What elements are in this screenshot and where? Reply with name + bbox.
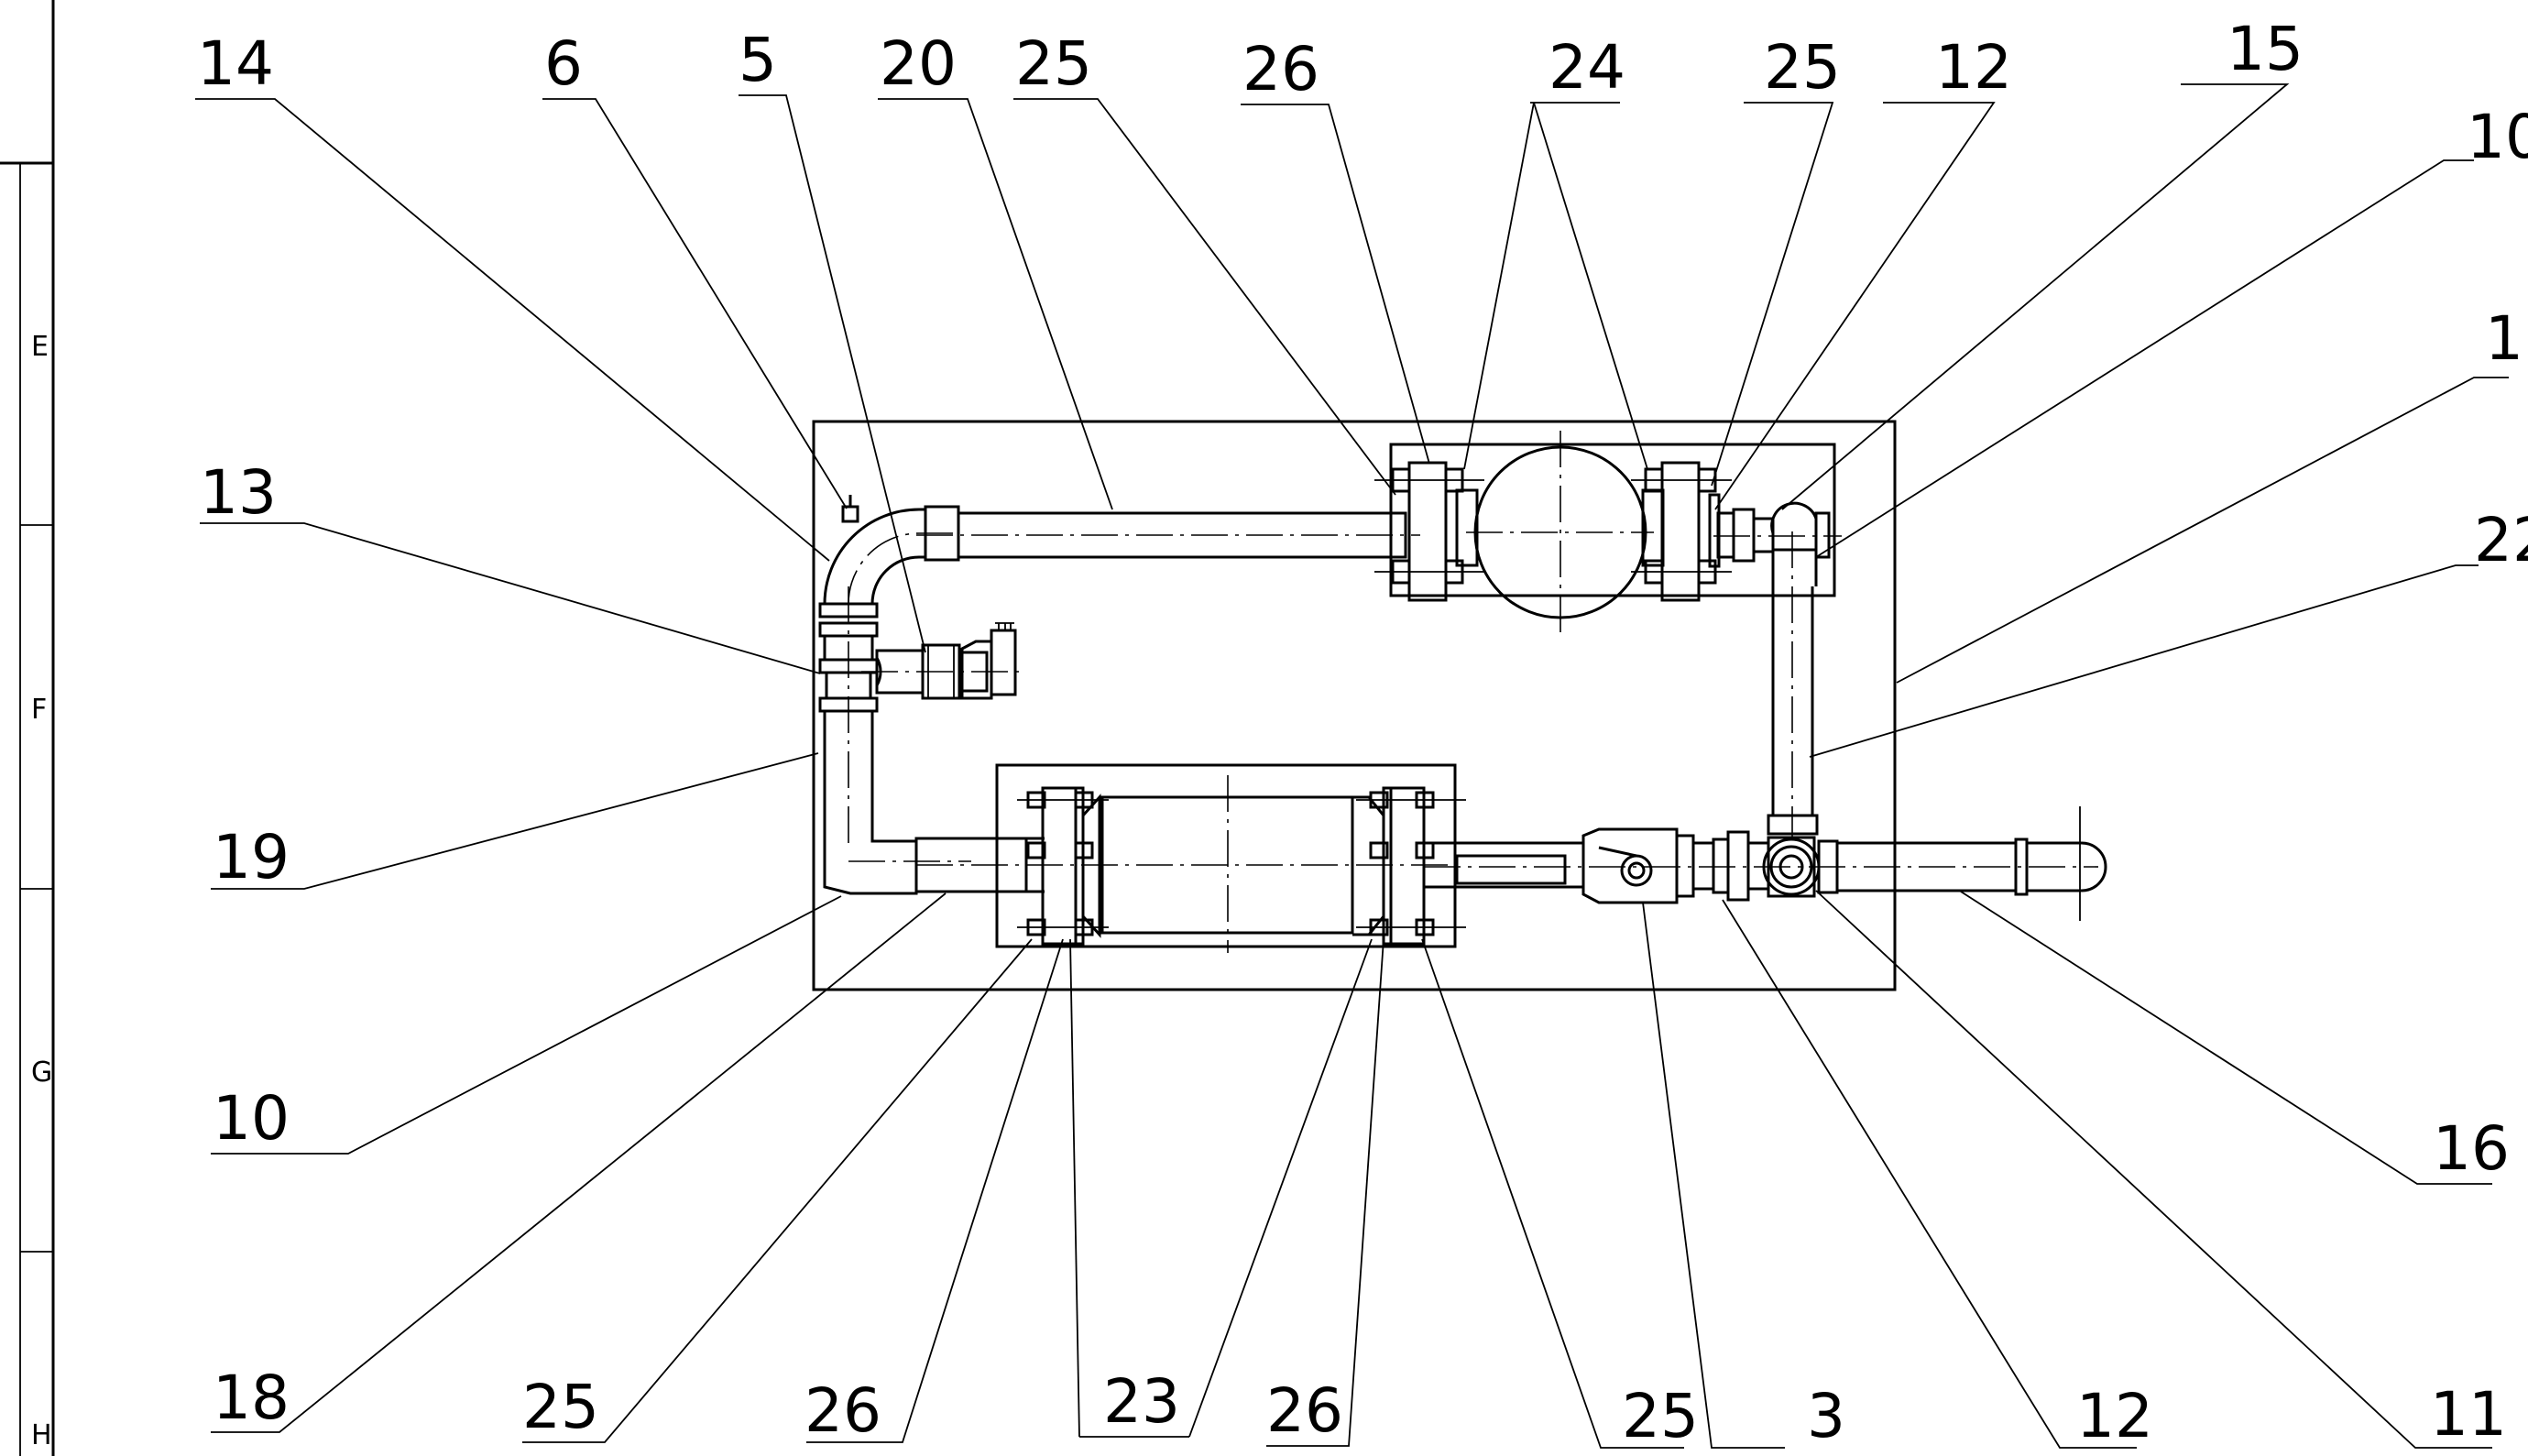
- callout-19: 19: [213, 822, 290, 892]
- callout-14: 14: [197, 28, 274, 99]
- bottom-filter-unit: [1017, 775, 1466, 953]
- callout-5: 5: [739, 25, 777, 95]
- callout-10-top: 10: [2467, 102, 2528, 172]
- callout-25-top-right: 25: [1764, 32, 1841, 103]
- top-left-elbow: [818, 495, 960, 638]
- zone-frame: E F G H: [0, 0, 55, 1456]
- zone-letter-e: E: [31, 331, 49, 363]
- bottom-left-pipe: [914, 837, 1448, 893]
- zone-letter-f: F: [31, 694, 47, 726]
- callout-16: 16: [2433, 1113, 2510, 1184]
- callout-23: 23: [1103, 1366, 1180, 1437]
- leader-lines: [195, 83, 2509, 1449]
- callout-13: 13: [200, 457, 277, 528]
- base-frame: [812, 420, 1897, 991]
- zone-letter-h: H: [31, 1419, 52, 1451]
- outlet-pipe: [1835, 806, 2107, 921]
- callout-6: 6: [544, 28, 583, 99]
- callout-25-top-left: 25: [1015, 28, 1092, 99]
- top-right-elbow: [1713, 501, 1842, 586]
- bottom-left-elbow: [823, 816, 971, 895]
- callout-1: 1: [2485, 303, 2523, 374]
- top-pipe: [916, 511, 1420, 559]
- callout-11: 11: [2430, 1379, 2507, 1450]
- zone-letter-g: G: [31, 1056, 52, 1089]
- callout-26-bottom-left: 26: [804, 1375, 881, 1446]
- callout-3: 3: [1807, 1381, 1845, 1451]
- callout-labels: 14 6 5 20 25 26 24 25 12 15 10 1 22 13 1…: [197, 14, 2528, 1451]
- left-vertical-run: [818, 586, 879, 843]
- callout-22: 22: [2474, 505, 2528, 575]
- side-branch-valve: [861, 622, 1026, 700]
- callout-12-top: 12: [1935, 32, 2012, 103]
- right-vertical-run: [1767, 531, 1819, 838]
- callout-25-bottom-left: 25: [522, 1372, 599, 1442]
- callout-24: 24: [1549, 32, 1625, 103]
- callout-20: 20: [880, 28, 957, 99]
- callout-18: 18: [213, 1363, 290, 1433]
- callout-10-bottom: 10: [213, 1083, 290, 1154]
- callout-12-bottom: 12: [2076, 1381, 2153, 1451]
- callout-26-top: 26: [1242, 34, 1319, 104]
- callout-15: 15: [2227, 14, 2304, 84]
- callout-25-bottom-right: 25: [1622, 1381, 1699, 1451]
- callout-26-bottom-right: 26: [1266, 1375, 1343, 1446]
- top-tank-unit: [1374, 431, 1732, 637]
- bottom-right-run: [1424, 827, 2098, 904]
